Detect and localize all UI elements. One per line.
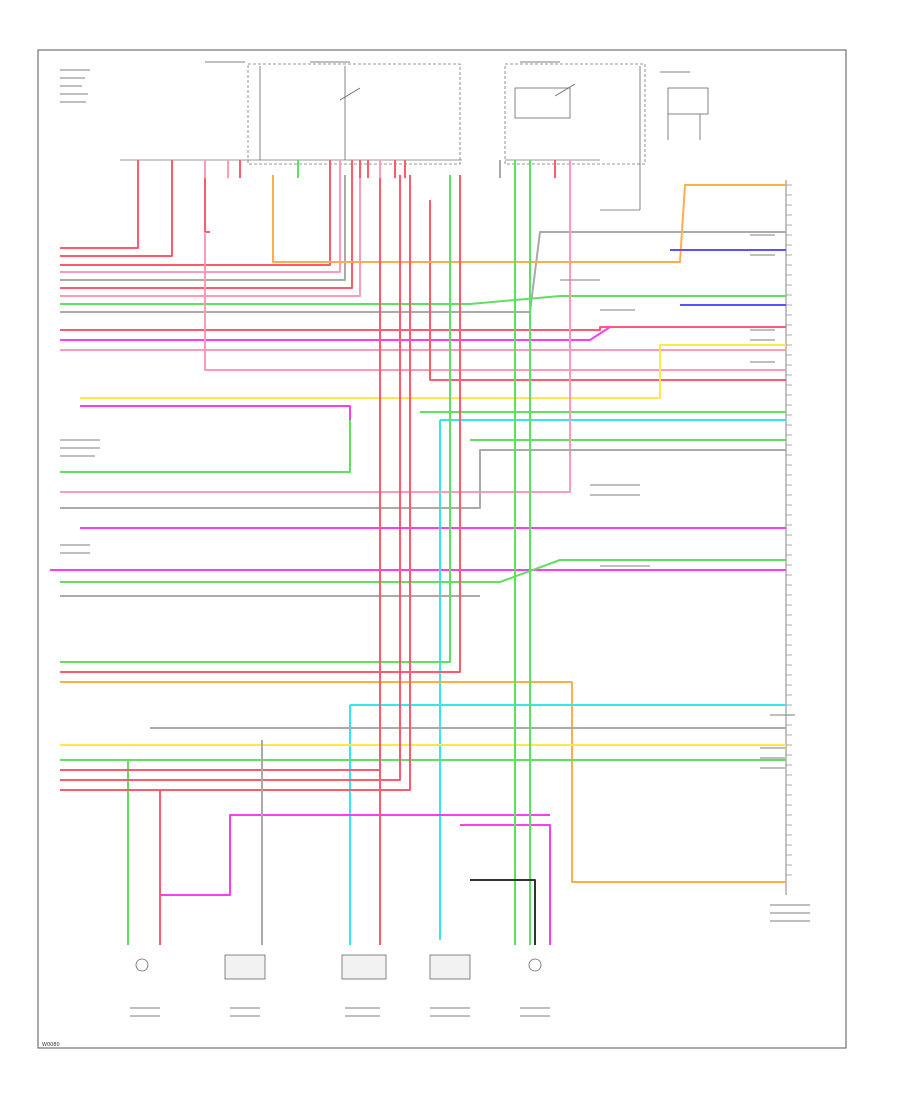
wire-red-4 xyxy=(60,175,331,266)
illegible-label-marks xyxy=(60,61,810,1017)
wire-red-7 xyxy=(429,200,786,381)
wire-group xyxy=(50,160,786,945)
wire-orange-2 xyxy=(60,681,786,883)
sensor-symbols xyxy=(135,958,542,972)
wire-pink-4 xyxy=(204,232,786,371)
wire-pink-5 xyxy=(60,175,571,493)
sensor-boxes xyxy=(224,954,471,980)
sensor-fuel-pressure xyxy=(224,954,266,980)
sensor-purge xyxy=(429,954,471,980)
diagram-border xyxy=(37,49,847,1049)
wire-pink-2 xyxy=(60,175,361,297)
wire-gray-2 xyxy=(60,231,786,313)
corner-code: W0080 xyxy=(42,1042,60,1048)
wire-red-1 xyxy=(60,170,139,249)
wire-black-1 xyxy=(470,879,536,945)
wire-red-6 xyxy=(60,326,786,331)
wire-magenta-1 xyxy=(60,326,611,341)
wire-red-10 xyxy=(60,175,401,781)
wire-red-3 xyxy=(204,170,210,233)
wire-yellow-1 xyxy=(80,344,786,399)
wire-red-5 xyxy=(60,175,353,289)
wire-red-8 xyxy=(60,175,461,673)
wire-magenta-5 xyxy=(160,814,550,896)
wire-gray-1 xyxy=(60,175,346,281)
wire-green-2 xyxy=(60,420,351,473)
wire-magenta-6 xyxy=(460,824,551,945)
wire-pink-1 xyxy=(60,175,341,273)
relay-components xyxy=(259,66,709,211)
wire-red-11 xyxy=(60,175,411,791)
wire-magenta-2 xyxy=(80,405,351,420)
wire-green-1 xyxy=(60,295,786,305)
relay-box-left xyxy=(247,63,646,165)
wire-red-2 xyxy=(60,170,173,257)
wire-gray-3 xyxy=(60,449,786,509)
wire-green-6 xyxy=(60,175,451,663)
sensor-evap-vent xyxy=(341,954,387,980)
wire-orange-1 xyxy=(272,175,786,263)
